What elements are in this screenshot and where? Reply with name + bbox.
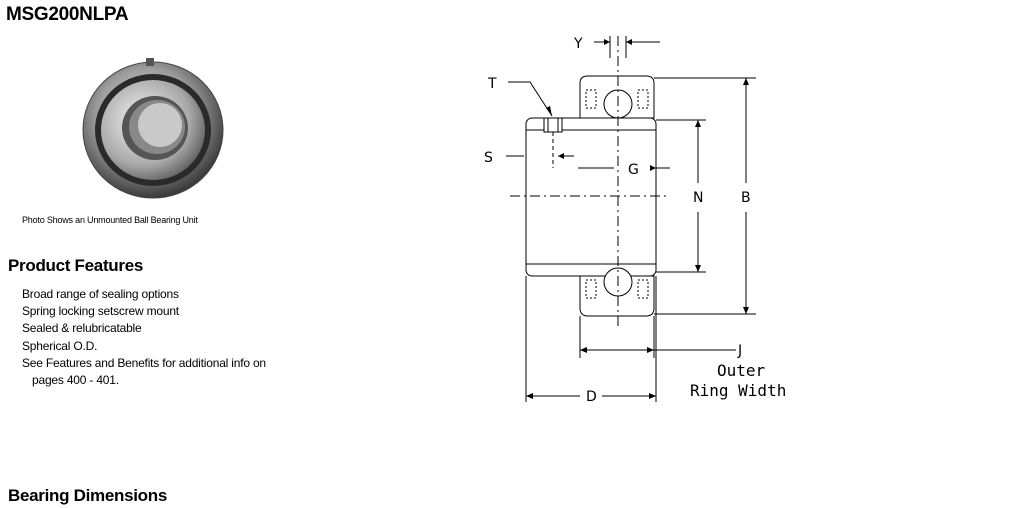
features-list: Broad range of sealing options Spring lo…	[22, 286, 266, 389]
label-n: N	[693, 190, 703, 206]
feature-item: See Features and Benefits for additional…	[22, 355, 266, 370]
feature-item: Sealed & relubricatable	[22, 321, 142, 336]
label-j: J	[737, 343, 742, 359]
bearing-dimension-drawing: Y T S G N B J D Outer Ring Width	[484, 36, 786, 405]
label-ring-width: Ring Width	[690, 381, 786, 400]
feature-item: Broad range of sealing options	[22, 287, 179, 301]
feature-item-continuation: pages 400 - 401.	[32, 373, 119, 388]
product-features-heading: Product Features	[8, 256, 144, 275]
feature-item: Spring locking setscrew mount	[22, 304, 179, 319]
bearing-dimensions-heading: Bearing Dimensions	[8, 486, 167, 505]
label-t: T	[487, 76, 497, 92]
feature-item: Spherical O.D.	[22, 338, 98, 353]
label-g: G	[628, 162, 639, 178]
label-y: Y	[573, 36, 583, 52]
label-b: B	[741, 190, 751, 206]
label-d: D	[586, 389, 597, 405]
bearing-photo	[82, 58, 224, 199]
label-outer: Outer	[717, 361, 766, 380]
page-title: MSG200NLPA	[6, 4, 129, 25]
photo-caption: Photo Shows an Unmounted Ball Bearing Un…	[22, 215, 198, 225]
label-s: S	[484, 150, 493, 166]
